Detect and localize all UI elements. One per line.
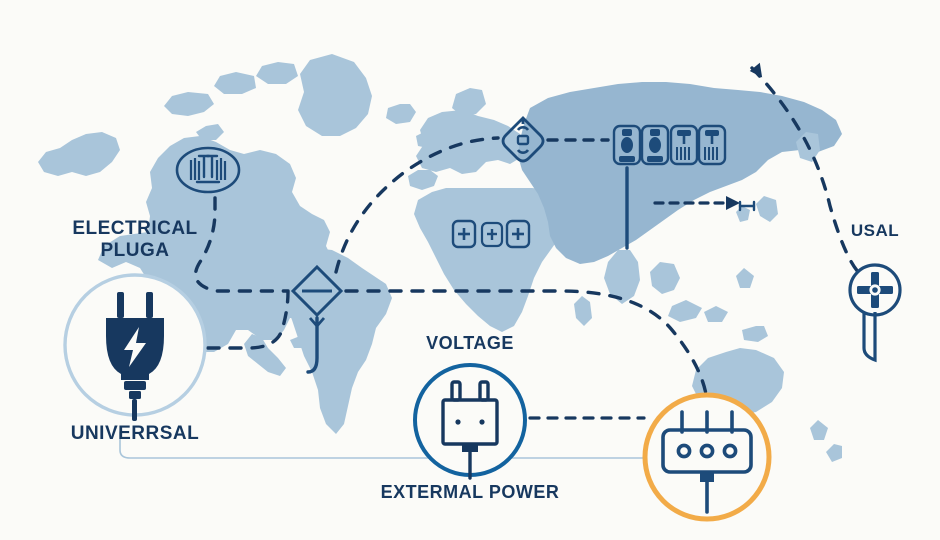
solid-drop-line — [306, 316, 319, 374]
indonesia-1 — [668, 300, 702, 322]
canada-arctic-2 — [214, 72, 256, 94]
socket-card-icon — [640, 124, 670, 166]
dashed-connector — [193, 196, 290, 293]
greenland — [298, 54, 372, 136]
node-usal-pin[interactable] — [848, 263, 902, 363]
map-pin-socket-icon — [857, 272, 893, 308]
fuse-card-icon — [669, 124, 699, 166]
connector-layer — [119, 66, 864, 459]
india — [604, 250, 640, 304]
dashed-connector — [750, 66, 864, 278]
canada-arctic-1 — [164, 92, 214, 116]
iceland — [386, 104, 416, 124]
indonesia-2 — [704, 306, 728, 322]
new-zealand-2 — [826, 444, 842, 462]
iberia — [408, 170, 438, 190]
plus-box-icon — [451, 219, 477, 249]
fuse-card-icon — [697, 124, 727, 166]
madagascar — [574, 296, 592, 326]
new-zealand-1 — [810, 420, 828, 440]
south-america — [274, 248, 392, 434]
se-asia — [650, 262, 680, 294]
label-usal: USAL — [850, 221, 900, 240]
canada-arctic-3 — [256, 62, 298, 84]
plus-box-group — [451, 219, 531, 249]
node-voltage-plug[interactable] — [413, 363, 527, 480]
power-plug-icon — [106, 292, 164, 421]
barcode-oval-icon — [175, 146, 241, 194]
asia — [518, 82, 842, 264]
scandinavia — [452, 88, 486, 116]
canada-arctic-4 — [196, 124, 224, 140]
dashed-connector — [344, 289, 708, 396]
plus-box-icon — [505, 219, 531, 249]
node-external-outlet[interactable] — [642, 392, 772, 522]
two-pin-plug-icon — [441, 380, 499, 480]
label-universal: UNIVERRSAL — [70, 423, 200, 444]
dashed-arrow-icon — [653, 196, 740, 210]
diamond-line-icon — [290, 264, 344, 329]
solid-connector — [119, 431, 649, 459]
label-external-power: EXTERMAL POWER — [380, 482, 560, 502]
socket-card-group — [612, 124, 727, 166]
central-america — [244, 334, 286, 376]
label-electrical-pluga: ELECTRICAL PLUGA — [60, 218, 210, 263]
philippines — [736, 268, 754, 288]
korea — [736, 206, 750, 222]
uk — [416, 132, 434, 148]
i-beam-marker-icon — [738, 200, 756, 212]
diamond-socket-icon — [501, 116, 545, 163]
label-electrical-pluga-line2: PLUGA — [100, 240, 170, 262]
label-voltage: VOLTAGE — [426, 333, 514, 353]
label-electrical-pluga-line1: ELECTRICAL — [72, 218, 198, 239]
japan — [756, 196, 778, 222]
dashed-connector — [334, 136, 500, 274]
arrow-markers — [749, 62, 763, 78]
dashed-connector — [206, 290, 290, 350]
socket-card-icon — [612, 124, 642, 166]
png — [742, 326, 768, 342]
alaska — [38, 132, 120, 176]
pin-stem — [862, 312, 877, 363]
arrow-head-up — [749, 62, 763, 78]
plus-box-icon — [480, 221, 504, 248]
node-universal-plug[interactable] — [63, 273, 207, 421]
three-pin-plug-icon — [661, 410, 753, 514]
